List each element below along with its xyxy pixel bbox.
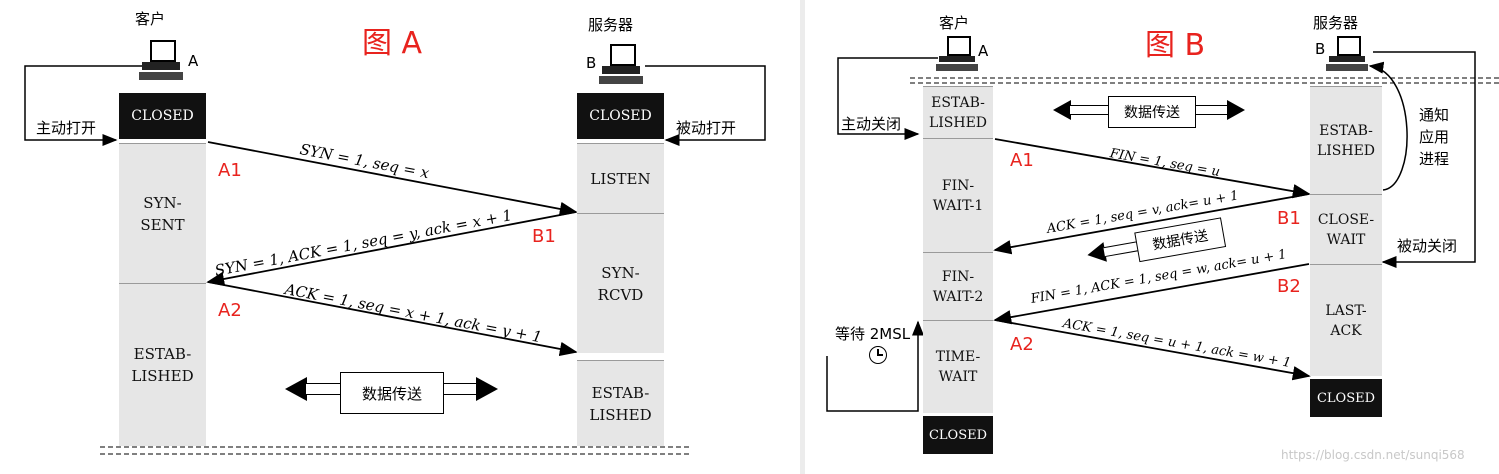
passive-open-label: 被动打开 [676, 119, 737, 137]
figure-a-lines [24, 65, 766, 455]
server-b-state-close-wait: CLOSE- WAIT [1310, 194, 1382, 264]
server-computer-icon [599, 44, 643, 88]
server-state-established: ESTAB- LISHED [577, 360, 664, 446]
figure-b-panel: 图 B 客户 服务器 A B 主动关闭 被动关闭 通知 应用 进程 等待 2MS… [805, 0, 1499, 474]
passive-close-label: 被动关闭 [1397, 237, 1458, 255]
figure-b-lines [826, 51, 1499, 412]
data-transfer-label: 数据传送 [340, 372, 444, 414]
figure-a-panel: 图 A 客户 服务器 A B 主动打开 被动打开 CLOSED SYN- SEN… [24, 10, 766, 455]
server-host-label-b: B [1315, 40, 1326, 58]
server-computer-icon-b [1326, 36, 1369, 72]
server-b-state-established: ESTAB- LISHED [1310, 86, 1382, 194]
client-b-state-established: ESTAB- LISHED [923, 86, 993, 138]
active-close-label: 主动关闭 [841, 115, 902, 133]
point-a2: A2 [218, 300, 242, 321]
client-b-state-time-wait: TIME- WAIT [923, 320, 993, 413]
server-label-b: 服务器 [1313, 14, 1359, 32]
wait-2msl-label: 等待 2MSL [835, 325, 911, 343]
panel-divider [800, 0, 805, 474]
client-label: 客户 [135, 10, 166, 28]
client-computer-icon [139, 40, 183, 84]
server-label: 服务器 [588, 16, 634, 34]
server-b-state-closed: CLOSED [1310, 379, 1382, 417]
figure-b-title: 图 B [1145, 28, 1206, 63]
server-host-label: B [586, 54, 597, 72]
client-state-syn-sent: SYN- SENT [119, 143, 206, 283]
client-host-label-b: A [978, 42, 989, 60]
clock-icon [869, 346, 887, 364]
server-state-syn-rcvd: SYN- RCVD [577, 213, 664, 353]
active-open-label: 主动打开 [36, 119, 97, 137]
data-transfer-top-label: 数据传送 [1108, 96, 1196, 128]
client-host-label: A [188, 52, 199, 70]
client-label-b: 客户 [939, 14, 970, 32]
point-b-b1: B1 [1277, 208, 1301, 229]
client-state-established: ESTAB- LISHED [119, 283, 206, 446]
client-state-closed: CLOSED [119, 93, 206, 139]
server-state-closed: CLOSED [577, 93, 664, 139]
point-b-a1: A1 [1010, 150, 1034, 171]
watermark: https://blog.csdn.net/sunqi568 [1281, 448, 1465, 462]
server-state-listen: LISTEN [577, 143, 664, 213]
client-b-state-fin-wait-1: FIN- WAIT-1 [923, 138, 993, 252]
notify-app-label: 通知 应用 进程 [1419, 106, 1450, 168]
figure-a-title: 图 A [362, 26, 423, 61]
server-b-state-last-ack: LAST- ACK [1310, 264, 1382, 376]
client-b-state-fin-wait-2: FIN- WAIT-2 [923, 252, 993, 320]
point-a1: A1 [218, 160, 242, 181]
point-b-b2: B2 [1277, 276, 1301, 297]
point-b1: B1 [532, 226, 556, 247]
client-b-state-closed: CLOSED [923, 416, 993, 454]
client-computer-icon-b [936, 36, 979, 72]
point-b-a2: A2 [1010, 334, 1034, 355]
